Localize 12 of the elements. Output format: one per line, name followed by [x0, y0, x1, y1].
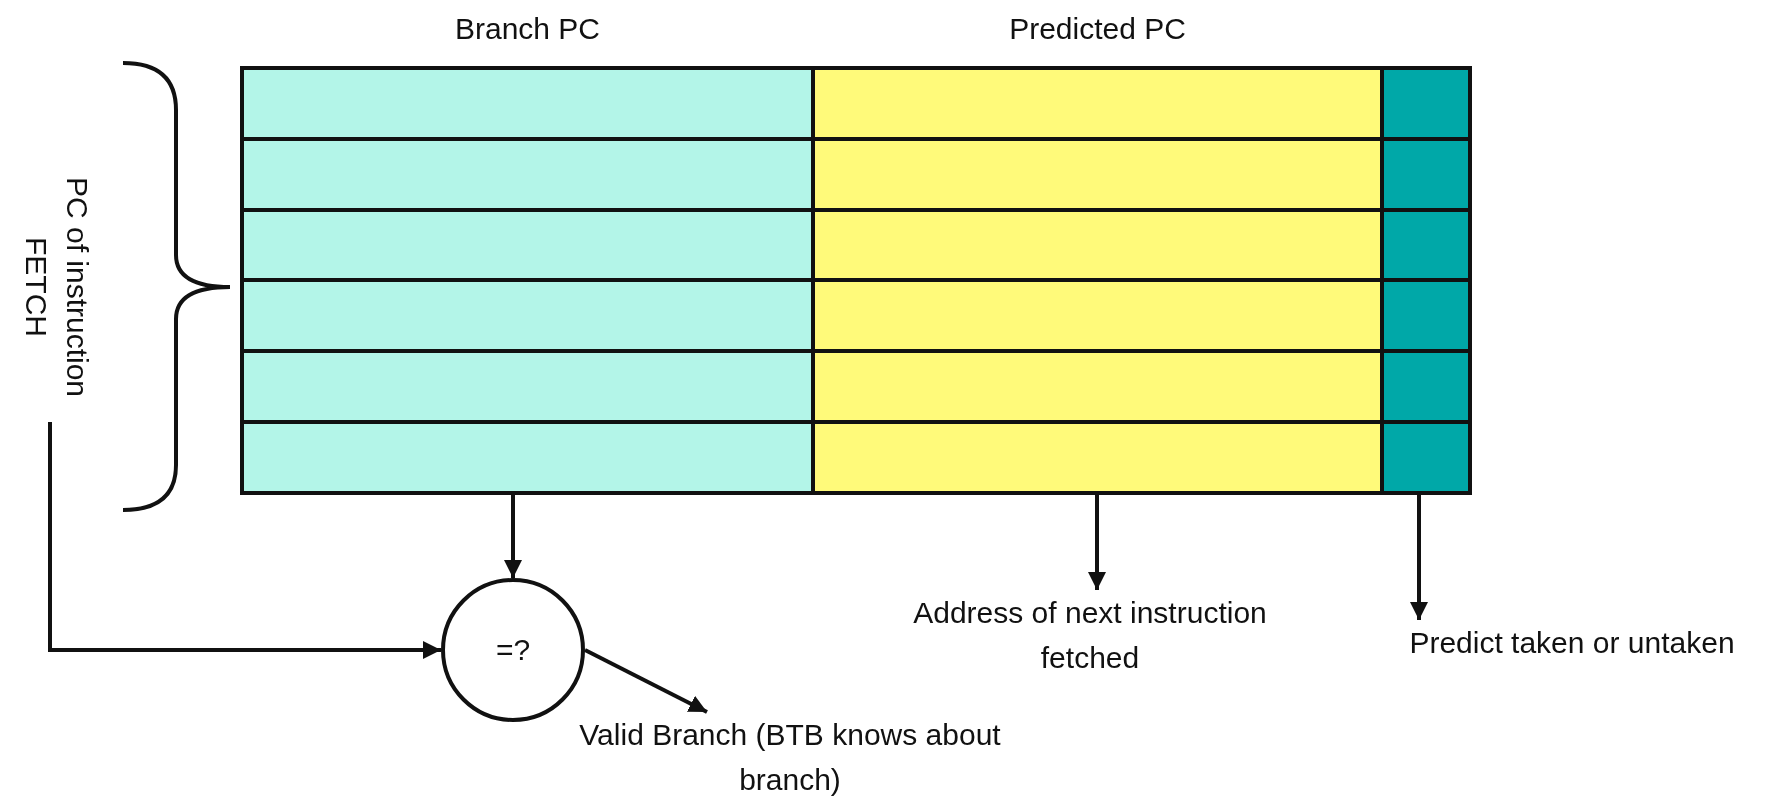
column-heading: Predicted PC [1009, 14, 1186, 44]
column-heading: Branch PC [454, 14, 601, 44]
arrow [584, 648, 708, 714]
output-label: Address of next instruction fetched [900, 590, 1280, 682]
output-label: Valid Branch (BTB knows about branch) [560, 712, 1020, 804]
vertical-label: PC of instruction FETCH [13, 152, 97, 422]
arrow [1088, 495, 1106, 590]
arrow [504, 495, 522, 578]
output-label: Predict taken or untaken [1372, 620, 1772, 666]
comparator-label: =? [495, 633, 531, 667]
arrow [48, 422, 441, 659]
arrow [1410, 495, 1428, 620]
